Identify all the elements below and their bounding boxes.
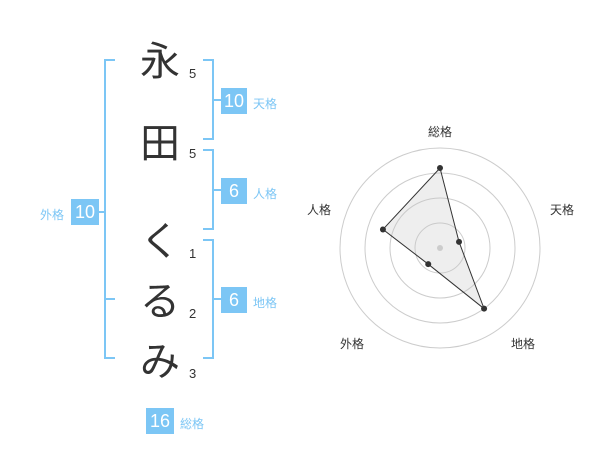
name-char-4: る: [140, 279, 180, 325]
name-char-1: 永: [140, 39, 180, 85]
jinkaku-value: 6: [221, 178, 247, 204]
chikaku-value: 6: [221, 287, 247, 313]
radar-label-tenkaku: 天格: [550, 203, 575, 217]
radar-label-chikaku: 地格: [511, 337, 536, 351]
stroke-count-3: 1: [189, 246, 197, 261]
radar-label-gaikaku: 外格: [340, 337, 365, 351]
stroke-count-4: 2: [189, 306, 197, 321]
radar-point-2: [456, 238, 463, 245]
name-char-5: み: [140, 339, 180, 385]
name-char-3: く: [140, 219, 180, 265]
stroke-count-1: 5: [189, 66, 197, 81]
gaikaku-label: 外格: [40, 208, 65, 222]
gaikaku-bracket: [104, 59, 115, 359]
gaikaku-value: 10: [71, 199, 99, 225]
radar-point-5: [379, 226, 386, 233]
radar-label-soukaku: 総格: [428, 125, 453, 139]
radar-point-4: [425, 261, 432, 268]
radar-polygon: [382, 166, 486, 311]
radar-label-jinkaku: 人格: [307, 203, 332, 217]
radar-ring-4: [339, 147, 541, 349]
radar-ring-2: [389, 197, 491, 299]
radar-point-3: [481, 305, 488, 312]
radar-ring-3: [364, 172, 516, 324]
radar-point-1: [437, 165, 443, 171]
name-char-2: 田: [140, 121, 180, 167]
radar-center: [437, 245, 443, 251]
jinkaku-label: 人格: [253, 187, 278, 201]
stroke-count-2: 5: [189, 146, 197, 161]
soukaku-label: 総格: [180, 417, 205, 431]
tenkaku-value: 10: [221, 88, 247, 114]
stroke-count-5: 3: [189, 366, 197, 381]
chikaku-label: 地格: [253, 296, 278, 310]
soukaku-value: 16: [146, 408, 174, 434]
tenkaku-label: 天格: [253, 97, 278, 111]
